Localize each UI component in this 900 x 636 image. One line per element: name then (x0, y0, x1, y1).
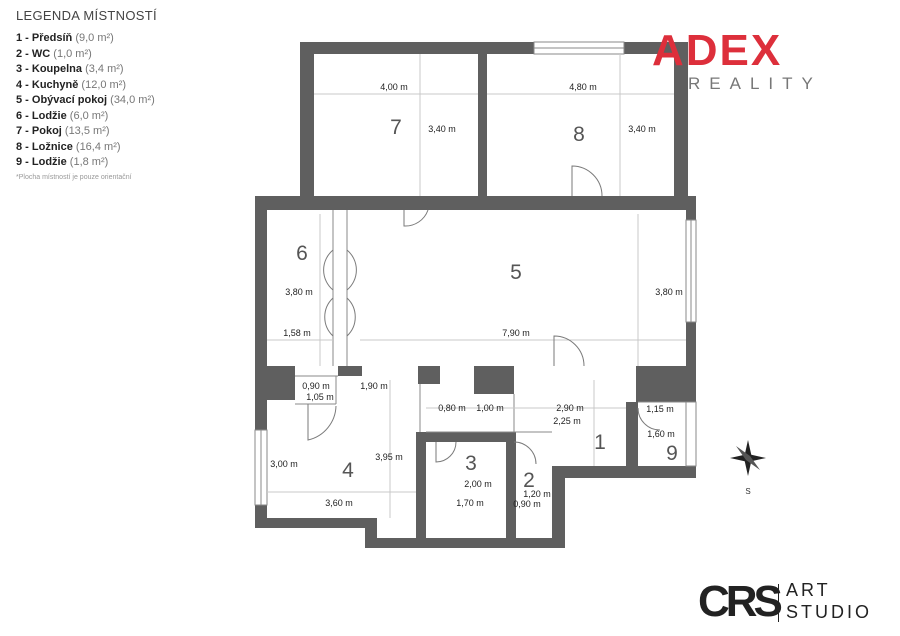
room-number-3: 3 (465, 452, 477, 475)
wall-room9-bottom (626, 466, 696, 478)
wall-hall-right (626, 402, 638, 478)
wall-bath-top (426, 432, 516, 442)
dim-room3-b: 1,70 m (456, 498, 484, 508)
studio-mark: CRS (698, 577, 783, 626)
studio-line1: ART (786, 580, 831, 600)
wall-room8-right (674, 42, 688, 210)
door-wc (513, 441, 537, 465)
brand-sub: REALITY (688, 74, 822, 93)
studio-line2: STUDIO (786, 602, 873, 622)
wall-segment-a (338, 366, 362, 376)
wall-room4-left-top (255, 400, 267, 430)
dim-room6-depth: 3,80 m (285, 287, 313, 297)
door-loggia-c (323, 249, 334, 291)
wall-room7-left (300, 42, 314, 198)
dim-hall-b: 1,00 m (476, 403, 504, 413)
legend-note: *Plocha místností je pouze orientační (16, 173, 132, 181)
dim-room2-b: 0,90 m (513, 499, 541, 509)
dimension-lines (267, 54, 686, 518)
dim-room9-a: 1,15 m (646, 404, 674, 414)
dim-room9-b: 1,60 m (647, 429, 675, 439)
wall-bottom (365, 538, 565, 548)
dim-room5-width: 7,90 m (502, 328, 530, 338)
legend-item-9: 9 - Lodžie (1,8 m²) (16, 156, 109, 168)
wall-segment-b (418, 366, 440, 384)
wall-wc-right (552, 466, 565, 548)
dim-hall-a: 0,80 m (438, 403, 466, 413)
windows (254, 41, 697, 506)
door-bath (435, 441, 457, 463)
room-number-5: 5 (510, 261, 522, 284)
studio-logo: CRS ART STUDIO (698, 578, 898, 628)
wall-room6-left (255, 196, 267, 372)
wall-bath-right (506, 432, 516, 548)
wall-segment-c (474, 366, 514, 394)
wall-mid-horizontal (255, 196, 688, 210)
doors (307, 165, 661, 465)
wall-bath-left (416, 432, 426, 548)
door-loggia-b (346, 297, 356, 337)
compass-icon: S (730, 440, 766, 496)
dim-room8-depth: 3,40 m (628, 124, 656, 134)
legend-item-3: 3 - Koupelna (3,4 m²) (16, 63, 124, 75)
dim-room7-width: 4,00 m (380, 82, 408, 92)
wall-room4-bottom (255, 518, 375, 528)
dim-room6-width: 1,58 m (283, 328, 311, 338)
legend-item-7: 7 - Pokoj (13,5 m²) (16, 125, 110, 137)
legend-item-8: 8 - Ložnice (16,4 m²) (16, 140, 121, 153)
compass-label: S (745, 487, 750, 496)
room-number-4: 4 (342, 459, 354, 482)
door-room5 (553, 335, 585, 367)
interior-lines (295, 210, 686, 433)
dim-room4-width: 3,60 m (325, 498, 353, 508)
legend-item-5: 5 - Obývací pokoj (34,0 m²) (16, 94, 155, 106)
wall-room7-8 (478, 42, 487, 198)
dim-room4-depth: 3,00 m (270, 459, 298, 469)
legend-item-1: 1 - Předsíň (9,0 m²) (16, 32, 114, 44)
room-legend: LEGENDA MÍSTNOSTÍ 1 - Předsíň (9,0 m²) 2… (16, 8, 246, 181)
door-room7 (403, 209, 429, 227)
dim-room4-inner: 3,95 m (375, 452, 403, 462)
room-number-9: 9 (666, 442, 678, 465)
room-number-7: 7 (390, 116, 402, 139)
room-numbers: 7 8 6 5 4 3 2 1 9 (296, 116, 678, 492)
wall-room5-right-top (686, 196, 696, 220)
wall-block-right (636, 366, 696, 402)
dim-room1-a: 2,90 m (556, 403, 584, 413)
room-number-8: 8 (573, 123, 585, 146)
wall-top (300, 42, 688, 54)
dimension-labels: 4,00 m 3,40 m 4,80 m 3,40 m 3,80 m 1,58 … (270, 82, 683, 509)
wall-hall-bottom (552, 466, 638, 478)
brand-name: ADEX (652, 26, 783, 75)
wall-block-left (255, 366, 295, 400)
legend-item-6: 6 - Lodžie (6,0 m²) (16, 109, 109, 122)
studio-divider (778, 584, 779, 622)
dim-room2-a: 1,20 m (523, 489, 551, 499)
wall-room5-right-bottom (686, 322, 696, 372)
dim-room1-b: 2,25 m (553, 416, 581, 426)
door-loggia-d (324, 297, 334, 337)
door-loggia-a (346, 249, 357, 291)
room-number-1: 1 (594, 431, 606, 454)
dim-room5-depth: 3,80 m (655, 287, 683, 297)
legend-item-4: 4 - Kuchyně (12,0 m²) (16, 78, 127, 91)
dim-room7-depth: 3,40 m (428, 124, 456, 134)
dim-corridor-b: 1,05 m (306, 392, 334, 402)
dim-room4-top: 1,90 m (360, 381, 388, 391)
room-number-6: 6 (296, 242, 308, 265)
door-room4 (307, 404, 337, 441)
legend-item-2: 2 - WC (1,0 m²) (16, 47, 92, 60)
dim-room8-width: 4,80 m (569, 82, 597, 92)
room-number-2: 2 (523, 469, 535, 492)
dim-room3-a: 2,00 m (464, 479, 492, 489)
window-room9 (685, 401, 697, 467)
legend-title: LEGENDA MÍSTNOSTÍ (16, 8, 157, 23)
door-room9 (637, 407, 661, 431)
door-room8 (571, 165, 603, 197)
dim-corridor-a: 0,90 m (302, 381, 330, 391)
adex-logo: ADEX REALITY (652, 28, 882, 94)
